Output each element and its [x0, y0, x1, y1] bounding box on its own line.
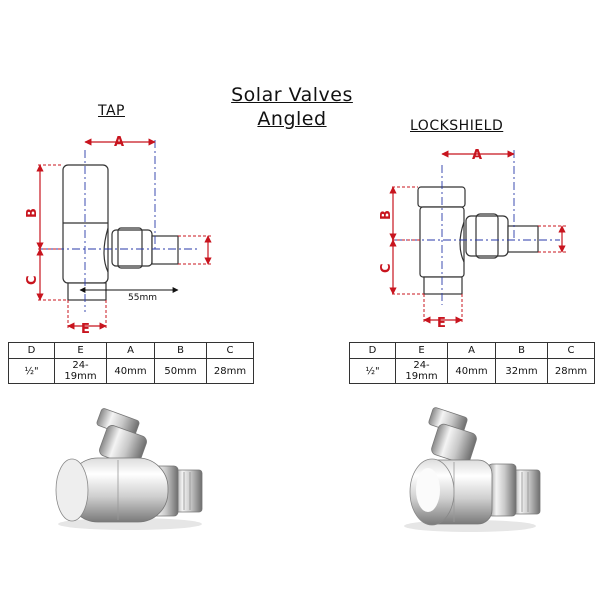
table-row: ½" 24-19mm 40mm 32mm 28mm: [349, 358, 595, 384]
table-row: ½" 24-19mm 40mm 50mm 28mm: [8, 358, 254, 384]
table-header-cell: A: [106, 342, 155, 359]
tap-dim-a: A: [114, 135, 124, 150]
lockshield-dim-b: B: [379, 210, 394, 220]
lockshield-spec-table: D E A B C ½" 24-19mm 40mm 32mm 28mm: [349, 342, 595, 384]
lockshield-product-image: [404, 407, 541, 532]
lockshield-dimension-labels: A B C D E: [379, 148, 482, 331]
tap-dim-b: B: [25, 208, 40, 218]
table-cell: 28mm: [206, 358, 254, 384]
lockshield-bottom-nut: [423, 276, 463, 295]
tap-bottom-nut: [67, 282, 107, 301]
tap-dim-c: C: [25, 275, 40, 285]
table-header-cell: D: [349, 342, 396, 359]
tap-label: TAP: [98, 103, 125, 119]
lockshield-label: LOCKSHIELD: [410, 118, 504, 134]
tap-product-end-cap: [55, 458, 89, 522]
table-cell: ½": [349, 358, 396, 384]
table-cell: 32mm: [495, 358, 548, 384]
table-header-cell: C: [206, 342, 254, 359]
table-header-cell: B: [154, 342, 207, 359]
table-cell: 50mm: [154, 358, 207, 384]
lockshield-cap: [417, 186, 466, 208]
tap-dim-e: E: [81, 322, 90, 337]
lockshield-union-inner: [475, 213, 499, 259]
lockshield-dim-a: A: [472, 148, 482, 163]
table-header-cell: E: [54, 342, 107, 359]
page-title: Solar Valves: [231, 84, 353, 106]
table-header-cell: C: [547, 342, 595, 359]
lockshield-product-union-nut: [431, 423, 477, 465]
lockshield-diagram: [417, 186, 539, 295]
tap-centerlines: [40, 140, 200, 312]
lockshield-dim-c: C: [379, 263, 394, 273]
table-header-row: D E A B C: [349, 342, 595, 359]
page-subtitle: Angled: [257, 108, 327, 130]
lockshield-tail: [507, 225, 539, 253]
table-cell: 24-19mm: [54, 358, 107, 384]
tap-curve: [103, 227, 109, 273]
table-header-cell: B: [495, 342, 548, 359]
tap-dimension-lines: [36, 138, 212, 330]
table-cell: 28mm: [547, 358, 595, 384]
lockshield-dim-e: E: [437, 316, 446, 331]
tap-dimension-labels: A B C D E: [25, 135, 124, 337]
table-header-cell: E: [395, 342, 448, 359]
lockshield-centerlines: [395, 150, 560, 305]
table-cell: 40mm: [447, 358, 496, 384]
lockshield-product-cap-highlight: [416, 468, 440, 512]
table-header-row: D E A B C: [8, 342, 254, 359]
tap-diagram: [62, 164, 179, 301]
lockshield-dimension-lines: [389, 150, 566, 324]
table-cell: 24-19mm: [395, 358, 448, 384]
tap-spec-table: D E A B C ½" 24-19mm 40mm 50mm 28mm: [8, 342, 254, 384]
tap-tail: [151, 235, 179, 265]
table-cell: ½": [8, 358, 55, 384]
tap-product-image: [55, 408, 203, 530]
lockshield-curve: [459, 221, 465, 263]
tap-55mm-note: 55mm: [128, 293, 157, 303]
table-header-cell: A: [447, 342, 496, 359]
table-cell: 40mm: [106, 358, 155, 384]
table-header-cell: D: [8, 342, 55, 359]
tap-union-inner: [117, 227, 143, 269]
lockshield-union: [465, 215, 509, 257]
tap-body: [62, 164, 109, 284]
